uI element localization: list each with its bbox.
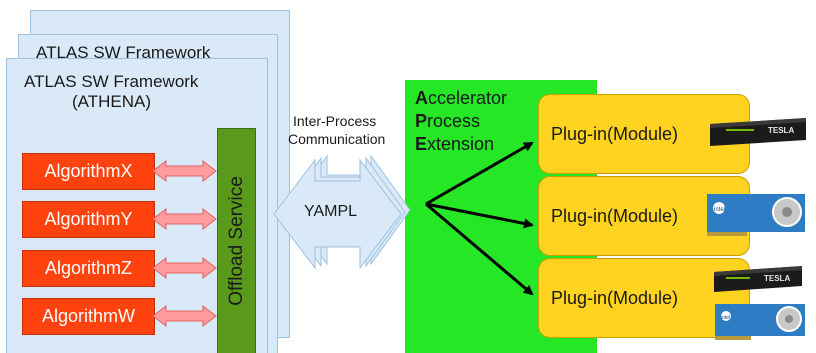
ape-arrow-top [425, 141, 534, 206]
framework-front-subtitle: (ATHENA) [72, 92, 152, 111]
ape-arrow-middle [425, 202, 534, 229]
ipc-label-line2: Communication [288, 131, 386, 147]
ipc-label-line1: Inter-Process [293, 113, 377, 129]
double-arrow-w [152, 304, 217, 328]
intel-card-label: intel [714, 207, 725, 213]
ape-to-plugin-arrows [425, 141, 534, 296]
framework-back-title: ATLAS SW Framework [36, 43, 211, 62]
tesla-gpu-card: TESLA [714, 266, 802, 292]
ape-line-extension: Extension [415, 134, 495, 154]
tesla-card-label: TESLA [764, 274, 790, 283]
ape-line-accelerator: Accelerator [415, 88, 508, 108]
double-arrow-z [152, 256, 217, 280]
algorithm-box: AlgorithmY [22, 201, 155, 238]
intel-xeon-phi-card: intel [707, 194, 805, 236]
plugin-module-box: Plug-in(Module) [538, 94, 750, 174]
intel-card-label: intel [721, 315, 730, 321]
algorithm-to-offload-arrows [152, 159, 217, 328]
ipc-channel-arrow [273, 154, 411, 270]
offload-service-box: Offload Service [217, 128, 256, 353]
ape-line-process: Process [415, 111, 481, 131]
tesla-card-label: TESLA [768, 126, 794, 135]
plugin-module-label: Plug-in(Module) [551, 288, 679, 308]
ape-arrow-bottom [425, 202, 534, 296]
intel-xeon-phi-card: intel [715, 304, 805, 340]
algorithm-box: AlgorithmX [22, 153, 155, 190]
plugin-module-label: Plug-in(Module) [551, 206, 679, 226]
ipc-arrow-front [273, 158, 402, 270]
plugin-module-label: Plug-in(Module) [551, 124, 679, 144]
framework-front-title: ATLAS SW Framework [24, 72, 199, 91]
algorithm-box: AlgorithmZ [22, 250, 155, 287]
yampl-label: YAMPL [304, 203, 358, 220]
double-arrow-y [152, 207, 217, 231]
plugin-module-box: Plug-in(Module) [538, 258, 750, 338]
double-arrow-x [152, 159, 217, 183]
tesla-gpu-card: TESLA [710, 118, 806, 146]
